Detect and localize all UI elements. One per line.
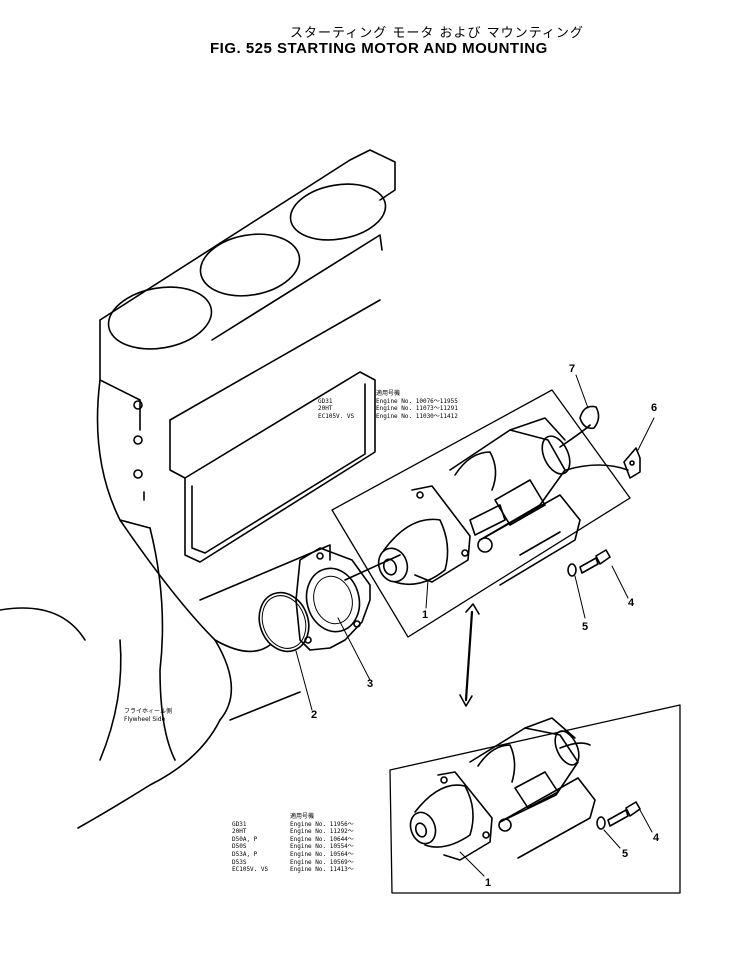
callout-7: 7 bbox=[569, 363, 576, 375]
table-header: 適用号機 bbox=[376, 390, 401, 397]
callout-2: 2 bbox=[311, 709, 318, 721]
bolt-upper bbox=[579, 549, 611, 574]
starting-motor-lower bbox=[409, 717, 596, 861]
bolt-lower bbox=[607, 801, 641, 827]
cylinder-bore-1 bbox=[107, 286, 213, 350]
flywheel-side-en: Flywheel Side bbox=[124, 716, 166, 723]
callout-5: 5 bbox=[582, 621, 589, 633]
leader-3 bbox=[337, 617, 371, 681]
washer-lower bbox=[596, 816, 606, 830]
callout-1-lower: 1 bbox=[485, 877, 492, 889]
lower-assembly-frame bbox=[389, 704, 681, 894]
leader-4-lower bbox=[639, 809, 653, 833]
upper-assembly-frame bbox=[331, 389, 631, 638]
o-ring bbox=[258, 591, 310, 653]
leader-1-lower bbox=[459, 851, 485, 877]
terminal-cap bbox=[579, 405, 600, 430]
cylinder-bore-2 bbox=[199, 233, 301, 297]
callout-6: 6 bbox=[651, 402, 658, 414]
callout-5-lower: 5 bbox=[622, 848, 629, 860]
flywheel-side-label: フライホィール側 Flywheel Side bbox=[124, 708, 172, 724]
figure-title: FIG. 525 STARTING MOTOR AND MOUNTING bbox=[210, 40, 548, 57]
callout-1-upper: 1 bbox=[422, 609, 429, 621]
terminal-clip bbox=[623, 447, 641, 479]
callout-4-lower: 4 bbox=[653, 832, 660, 844]
leader-7 bbox=[575, 374, 589, 409]
starting-motor-upper bbox=[377, 417, 629, 586]
leader-1-upper bbox=[425, 579, 429, 609]
engine-block bbox=[0, 149, 401, 829]
cylinder-bore-3 bbox=[289, 183, 387, 241]
flywheel-side-jp: フライホィール側 bbox=[124, 708, 173, 715]
leader-2 bbox=[295, 650, 313, 711]
figure-title-japanese: スターティング モータ および マウンティング bbox=[290, 26, 584, 41]
callout-4: 4 bbox=[628, 597, 635, 609]
leader-4 bbox=[611, 565, 629, 599]
table-header: 適用号機 bbox=[290, 813, 315, 820]
leader-5 bbox=[574, 575, 586, 619]
callout-3: 3 bbox=[367, 678, 374, 690]
leader-5-lower bbox=[603, 829, 621, 849]
mounting-plate bbox=[295, 547, 371, 651]
washer-upper bbox=[567, 563, 577, 577]
leader-6 bbox=[637, 417, 655, 451]
alternative-arrow bbox=[459, 603, 480, 707]
